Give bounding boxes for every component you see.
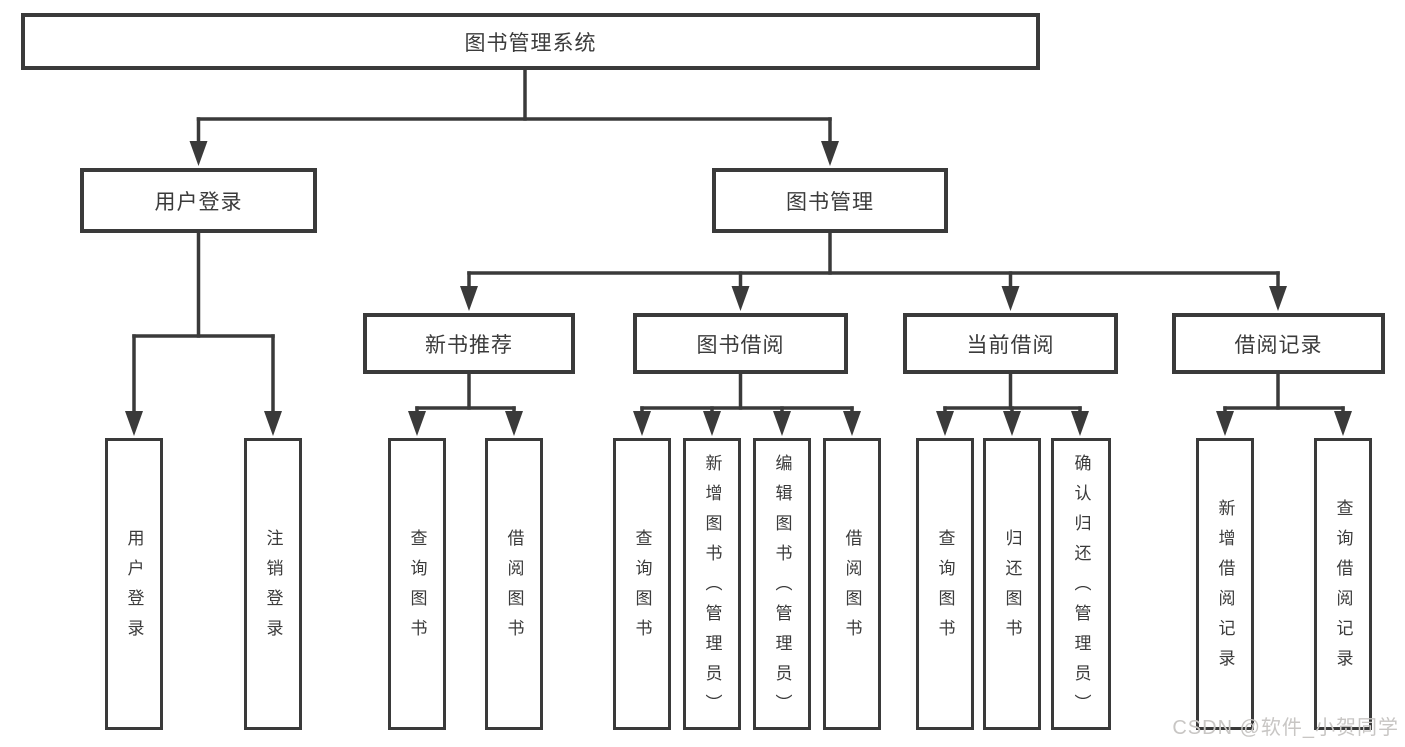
node-edit-books-admin: 编辑图书（管理员）: [753, 438, 811, 730]
node-borrowing-records: 借阅记录: [1172, 313, 1385, 374]
node-logout: 注销登录: [244, 438, 302, 730]
node-label: 查询借阅记录: [1333, 499, 1353, 679]
node-label: 确认归还（管理员）: [1071, 454, 1091, 724]
node-query-borrow-record: 查询借阅记录: [1314, 438, 1372, 730]
node-label: 注销登录: [263, 529, 283, 649]
node-user-login: 用户登录: [80, 168, 317, 233]
node-return-books: 归还图书: [983, 438, 1041, 730]
node-label: 新增借阅记录: [1215, 499, 1235, 679]
node-label: 编辑图书（管理员）: [772, 454, 792, 724]
node-user-login-item: 用户登录: [105, 438, 163, 730]
node-book-borrowing: 图书借阅: [633, 313, 848, 374]
node-label: 查询图书: [407, 529, 427, 649]
node-label: 查询图书: [935, 529, 955, 649]
node-borrow-books-borrowing: 借阅图书: [823, 438, 881, 730]
node-label: 查询图书: [632, 529, 652, 649]
node-query-books-current: 查询图书: [916, 438, 974, 730]
node-label: 借阅图书: [504, 529, 524, 649]
node-library-system: 图书管理系统: [21, 13, 1040, 70]
node-label: 用户登录: [124, 529, 144, 649]
node-confirm-return-admin: 确认归还（管理员）: [1051, 438, 1111, 730]
node-label: 借阅图书: [842, 529, 862, 649]
node-query-books-borrowing: 查询图书: [613, 438, 671, 730]
node-current-borrowing: 当前借阅: [903, 313, 1118, 374]
node-label: 新增图书（管理员）: [702, 454, 722, 724]
csdn-watermark: CSDN @软件_小贺同学: [1172, 717, 1399, 739]
node-book-management: 图书管理: [712, 168, 948, 233]
node-query-books-recommend: 查询图书: [388, 438, 446, 730]
node-borrow-books-recommend: 借阅图书: [485, 438, 543, 730]
node-add-borrow-record: 新增借阅记录: [1196, 438, 1254, 730]
node-label: 归还图书: [1002, 529, 1022, 649]
node-new-book-recommend: 新书推荐: [363, 313, 575, 374]
node-add-books-admin: 新增图书（管理员）: [683, 438, 741, 730]
